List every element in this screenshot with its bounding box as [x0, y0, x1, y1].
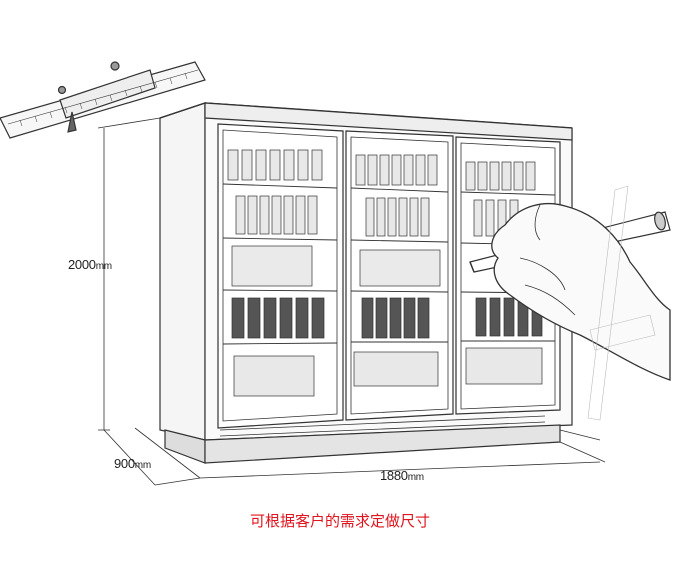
- height-value: 2000: [68, 257, 96, 272]
- caption: 可根据客户的需求定做尺寸: [249, 512, 430, 530]
- dimension-lines: [97, 117, 606, 486]
- depth-unit: mm: [134, 460, 151, 471]
- height-dimension-label: 2000mm: [68, 257, 112, 272]
- height-unit: mm: [95, 261, 112, 272]
- width-dimension-label: 1880mm: [380, 468, 424, 483]
- width-value: 1880: [380, 468, 408, 483]
- depth-dimension-label: 900mm: [114, 456, 151, 471]
- width-unit: mm: [407, 472, 424, 483]
- products: [227, 149, 543, 397]
- depth-value: 900: [114, 456, 135, 471]
- hand-with-pencil: [469, 185, 671, 421]
- caliper-ruler: [0, 61, 206, 139]
